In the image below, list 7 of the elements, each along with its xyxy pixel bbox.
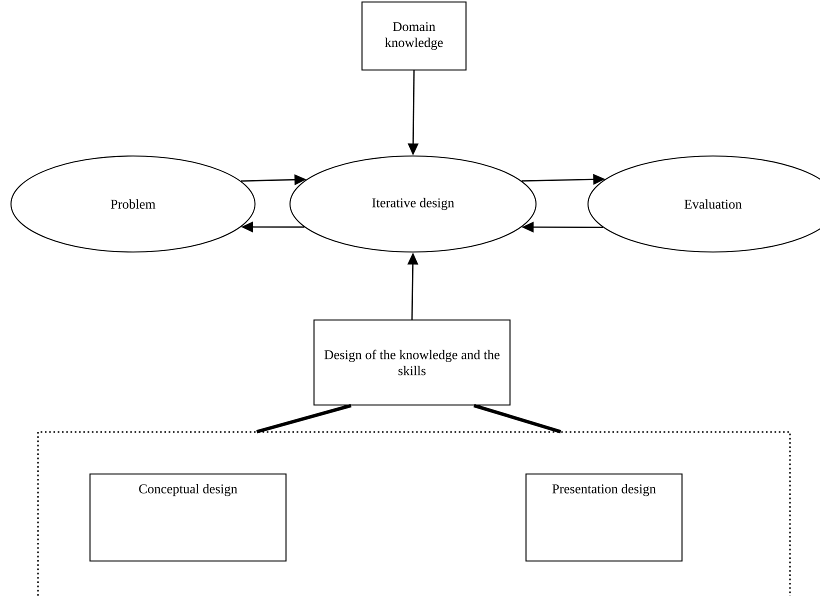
connector-line xyxy=(256,404,352,434)
process-box: Presentation design xyxy=(525,473,683,562)
process-box: Conceptual design xyxy=(89,473,287,562)
process-box: Domain knowledge xyxy=(361,1,467,71)
connector-line xyxy=(474,404,562,434)
dotted-frame xyxy=(37,431,791,596)
process-box: Design of the knowledge and the skills xyxy=(313,319,511,406)
